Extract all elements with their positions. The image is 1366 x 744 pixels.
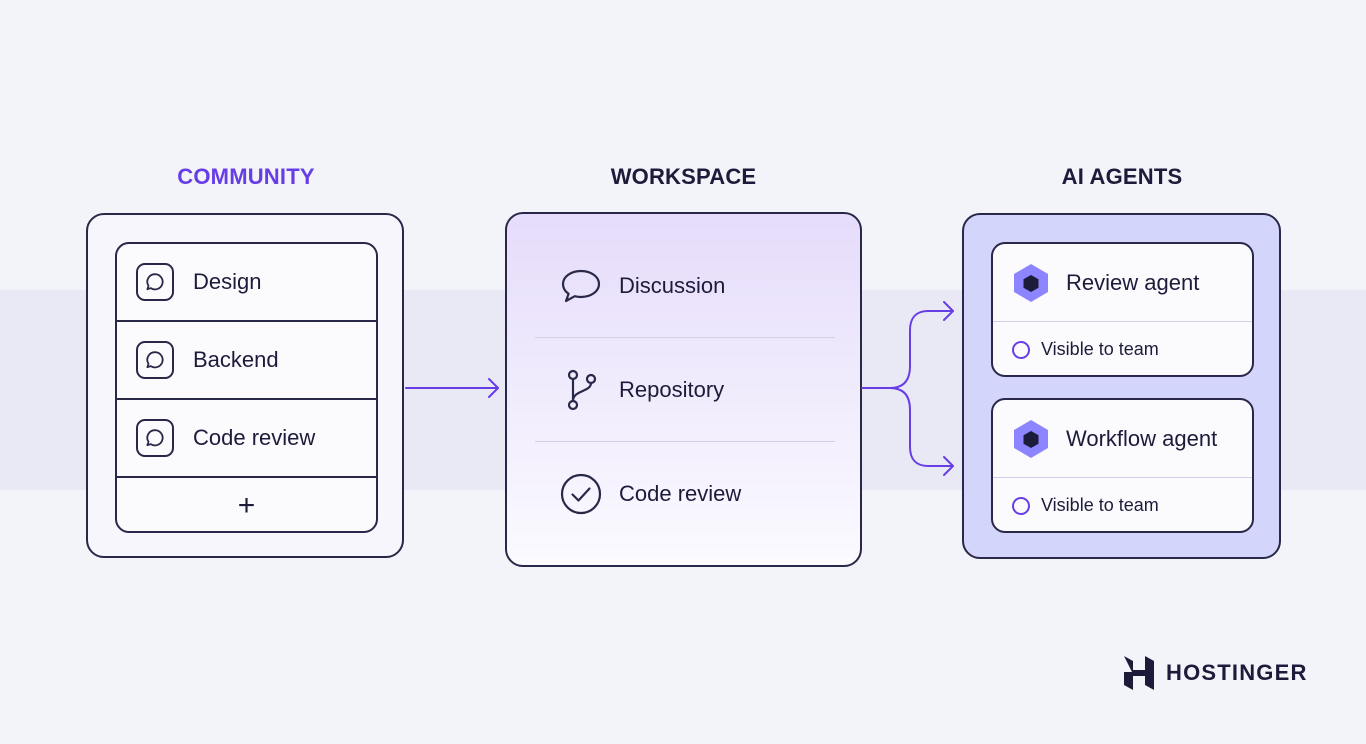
agent-header: Review agent	[993, 244, 1252, 322]
ai-agents-panel: Review agent Visible to team Workflow ag…	[962, 213, 1281, 559]
channel-label: Backend	[193, 347, 279, 372]
agent-name: Workflow agent	[1066, 425, 1218, 451]
workspace-item-code-review[interactable]: Code review	[535, 442, 835, 546]
community-title: COMMUNITY	[177, 164, 315, 189]
hostinger-logo-icon	[1122, 654, 1156, 692]
workspace-item-discussion[interactable]: Discussion	[535, 234, 835, 338]
visibility-label: Visible to team	[1041, 495, 1159, 515]
workspace-item-label: Repository	[619, 376, 725, 402]
channel-backend[interactable]: Backend	[117, 322, 376, 400]
workspace-item-repository[interactable]: Repository	[535, 338, 835, 442]
hostinger-brand: HOSTINGER	[1122, 654, 1308, 692]
channel-design[interactable]: Design	[117, 244, 376, 322]
hexagon-icon	[1011, 418, 1051, 460]
radio-circle-icon	[1012, 340, 1030, 359]
agent-card-workflow[interactable]: Workflow agent Visible to team	[991, 398, 1254, 533]
chat-bubble-icon	[136, 419, 174, 457]
visibility-toggle[interactable]: Visible to team	[993, 478, 1252, 531]
workspace-item-label: Code review	[619, 481, 742, 506]
workspace-item-label: Discussion	[619, 272, 726, 298]
chat-bubble-icon	[136, 263, 174, 301]
radio-circle-icon	[1012, 496, 1030, 515]
workspace-title: WORKSPACE	[610, 164, 757, 189]
hexagon-icon	[1011, 262, 1051, 304]
agent-name: Review agent	[1066, 269, 1200, 295]
visibility-toggle[interactable]: Visible to team	[993, 322, 1252, 375]
workspace-panel: Discussion Repository Code review	[505, 212, 862, 567]
speech-bubble-icon	[559, 264, 603, 308]
ai-agents-title: AI AGENTS	[1061, 164, 1183, 189]
check-circle-icon	[559, 472, 603, 516]
community-panel: Design Backend Code review +	[86, 213, 404, 558]
chat-bubble-icon	[136, 341, 174, 379]
visibility-label: Visible to team	[1041, 339, 1159, 359]
channel-label: Design	[193, 269, 262, 294]
channel-label: Code review	[193, 425, 316, 450]
add-channel-button[interactable]: +	[237, 488, 256, 522]
channel-list: Design Backend Code review +	[115, 242, 378, 533]
agent-header: Workflow agent	[993, 400, 1252, 478]
brand-name: HOSTINGER	[1166, 660, 1308, 685]
git-branch-icon	[559, 368, 603, 412]
channel-code-review[interactable]: Code review	[117, 400, 376, 478]
agent-card-review[interactable]: Review agent Visible to team	[991, 242, 1254, 377]
